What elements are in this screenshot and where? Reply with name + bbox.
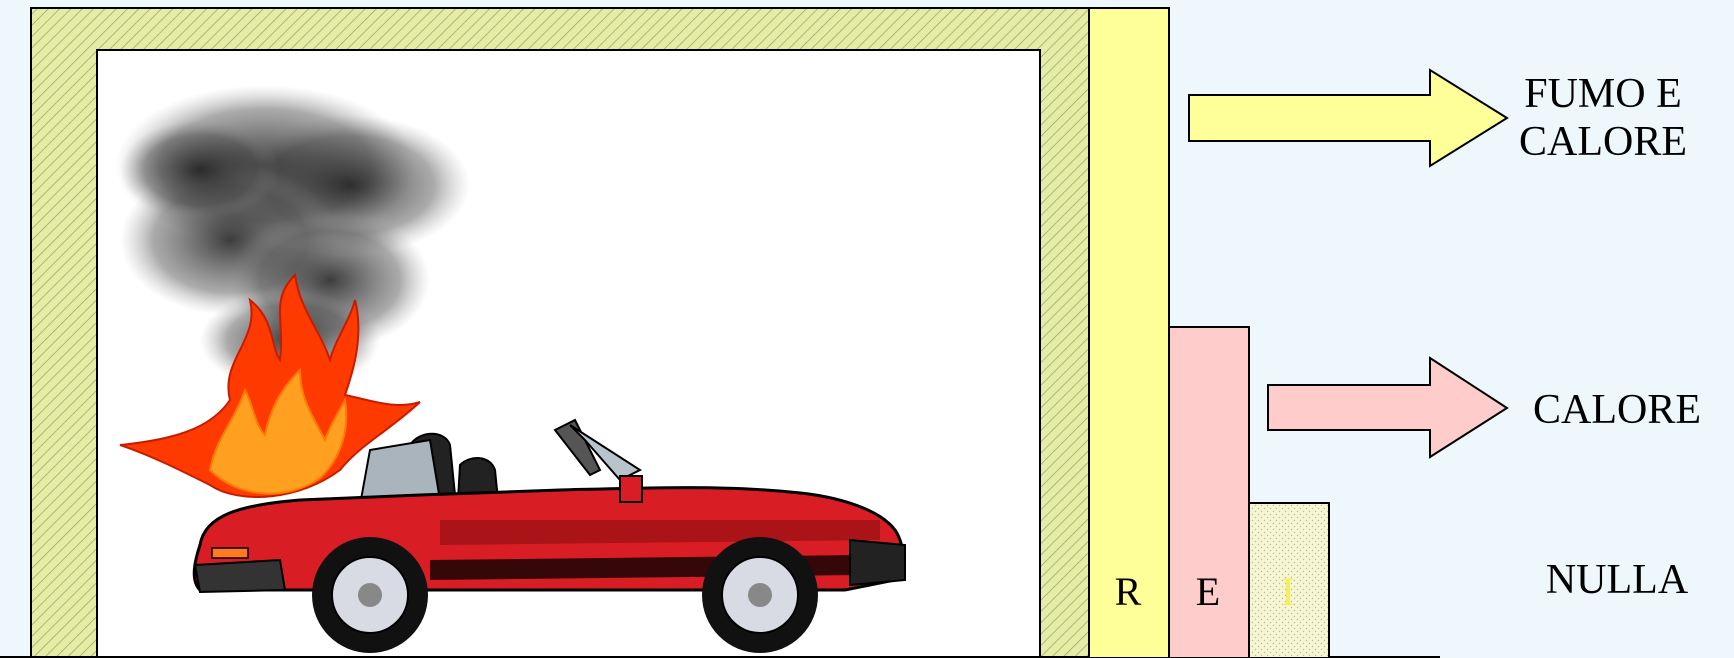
rear-wheel (312, 537, 428, 653)
front-wheel (702, 537, 818, 653)
outcome-smoke-heat: FUMO E CALORE (1488, 70, 1718, 166)
arrow-heat (1268, 358, 1507, 457)
layer-e-label: E (1168, 570, 1248, 614)
outcome-nothing: NULLA (1512, 556, 1722, 604)
outcome-heat: CALORE (1512, 386, 1722, 434)
layer-r (1089, 8, 1169, 658)
layer-r-label: R (1088, 570, 1168, 614)
arrow-smoke-heat (1189, 70, 1507, 166)
layer-i-label: I (1248, 570, 1328, 614)
